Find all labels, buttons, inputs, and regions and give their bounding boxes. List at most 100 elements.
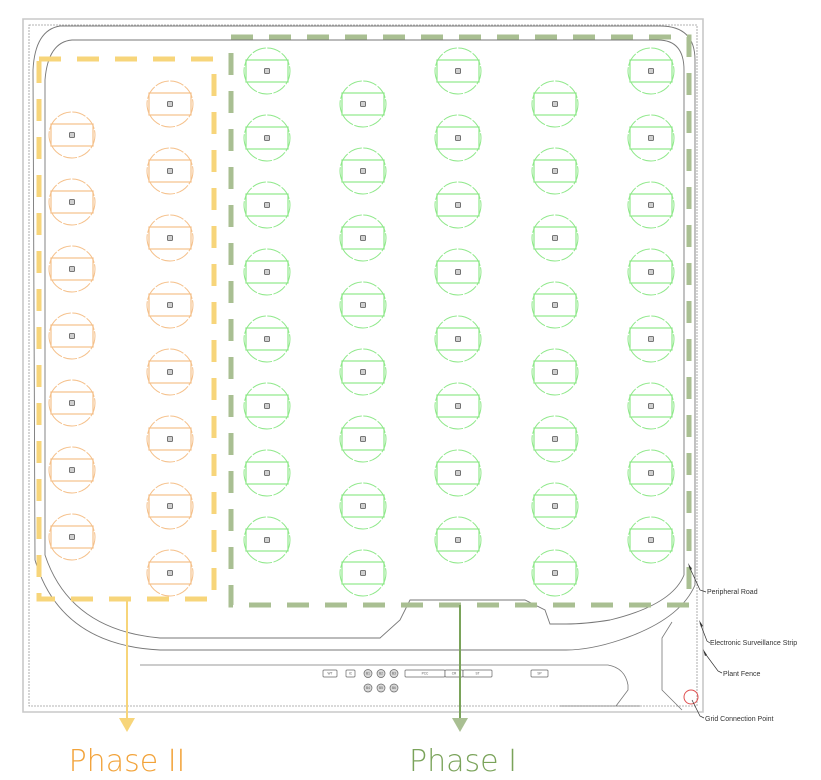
module-block [50, 190, 94, 214]
phase-2-boundary [36, 56, 217, 602]
plant-fence [22, 18, 704, 713]
inverter-icon [552, 101, 558, 107]
field-circle [531, 415, 579, 463]
field-circle [146, 482, 194, 530]
field-circle [243, 382, 291, 430]
field-circle [531, 482, 579, 530]
field-circle [627, 449, 675, 497]
module-block [341, 92, 385, 116]
inverter-icon [360, 570, 366, 576]
heliostat-unit [48, 178, 96, 226]
module-block [148, 159, 192, 183]
field-circle [243, 315, 291, 363]
building-label: B3 [392, 672, 396, 676]
heliostat-unit [146, 147, 194, 195]
field-circle [434, 114, 482, 162]
module-block [245, 327, 289, 351]
inverter-icon [264, 68, 270, 74]
heliostat-unit [48, 513, 96, 561]
building-outline [363, 669, 373, 678]
inverter-icon [167, 101, 173, 107]
inverter-icon [69, 534, 75, 540]
field-circle [48, 111, 96, 159]
inverter-icon [552, 302, 558, 308]
heliostat-unit [434, 516, 482, 564]
inverter-icon [360, 503, 366, 509]
heliostat-unit [243, 248, 291, 296]
heliostat-unit [627, 382, 675, 430]
building: B5 [376, 683, 386, 693]
field-circle [339, 348, 387, 396]
heliostat-unit [339, 214, 387, 262]
field-circle [627, 315, 675, 363]
module-block [50, 525, 94, 549]
heliostat-unit [243, 47, 291, 95]
heliostat-unit [48, 379, 96, 427]
heliostat-unit [243, 181, 291, 229]
field-circle [146, 549, 194, 597]
heliostat-unit [434, 449, 482, 497]
heliostat-unit [48, 111, 96, 159]
heliostat-unit [339, 80, 387, 128]
inverter-icon [455, 202, 461, 208]
module-block [148, 293, 192, 317]
module-block [436, 126, 480, 150]
heliostat-unit [146, 549, 194, 597]
callout-plant-fence: Plant Fence [703, 649, 760, 678]
module-block [341, 360, 385, 384]
field-circle [627, 382, 675, 430]
callout-peripheral-road: Peripheral Road [688, 563, 758, 596]
module-block [245, 260, 289, 284]
heliostat-unit [434, 315, 482, 363]
field-circle [531, 147, 579, 195]
heliostat-unit [434, 181, 482, 229]
inverter-icon [455, 68, 461, 74]
building-label: B6 [392, 686, 396, 690]
building: IC [345, 669, 356, 678]
inverter-icon [69, 199, 75, 205]
inverter-icon [69, 467, 75, 473]
building-label: SP [537, 672, 541, 676]
field-circle [339, 482, 387, 530]
inverter-icon [552, 168, 558, 174]
building-outline [389, 669, 399, 678]
building-label: B2 [379, 672, 383, 676]
module-block [436, 394, 480, 418]
field-circle [146, 147, 194, 195]
building-outline [376, 683, 386, 693]
inverter-icon [552, 503, 558, 509]
heliostat-unit [146, 415, 194, 463]
svg-text:Grid Connection Point: Grid Connection Point [705, 716, 774, 723]
heliostat-unit [146, 214, 194, 262]
heliostat-unit [531, 80, 579, 128]
field-circle [627, 114, 675, 162]
heliostat-unit [531, 214, 579, 262]
module-block [436, 260, 480, 284]
inverter-icon [264, 336, 270, 342]
module-block [436, 59, 480, 83]
module-block [245, 394, 289, 418]
field-circle [243, 248, 291, 296]
field-circle [146, 281, 194, 329]
module-block [533, 360, 577, 384]
phase-1-label: Phase I [409, 744, 517, 779]
inverter-icon [264, 135, 270, 141]
inverter-icon [167, 436, 173, 442]
heliostat-unit [434, 47, 482, 95]
inverter-icon [648, 202, 654, 208]
module-block [341, 561, 385, 585]
module-block [629, 193, 673, 217]
inverter-icon [455, 403, 461, 409]
inverter-icon [264, 202, 270, 208]
module-block [245, 193, 289, 217]
building-outline [530, 669, 549, 678]
heliostat-unit [531, 281, 579, 329]
phase-1-arrow [452, 605, 468, 732]
inverter-icon [648, 135, 654, 141]
field-circle [434, 516, 482, 564]
heliostat-unit [531, 549, 579, 597]
inverter-icon [648, 336, 654, 342]
field-circle [243, 516, 291, 564]
module-block [533, 226, 577, 250]
